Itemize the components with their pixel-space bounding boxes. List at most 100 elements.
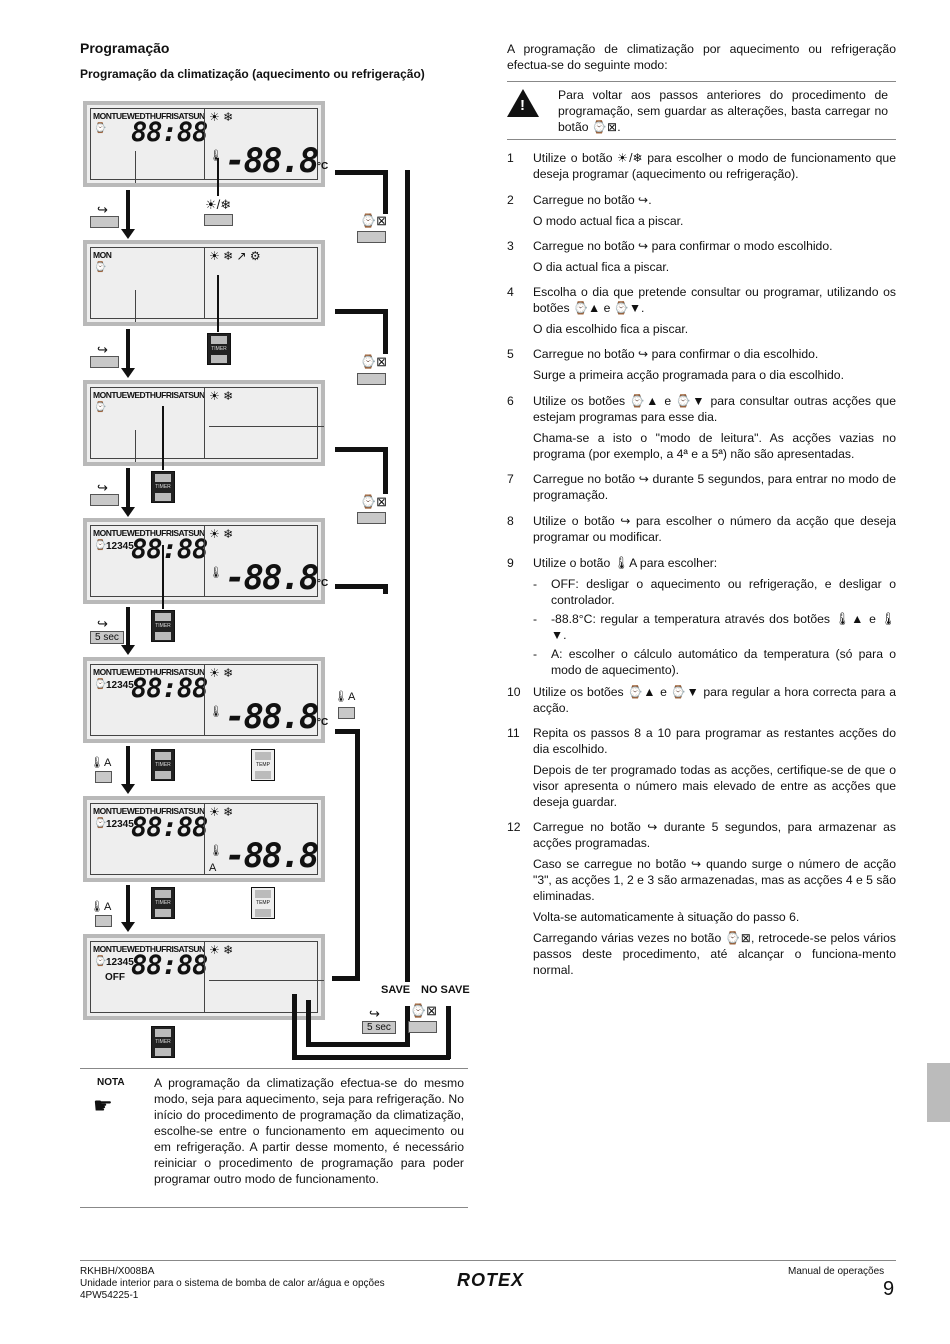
step-option: --88.8°C: regular a temperatura através … bbox=[533, 612, 896, 642]
section-subtitle: Programação da climatização (aquecimento… bbox=[80, 67, 425, 81]
enter-button[interactable] bbox=[90, 356, 119, 368]
step-text: Utilize o botão ☀/❄ para escolher o modo… bbox=[533, 151, 896, 181]
thermometer-icon: 🌡 bbox=[209, 706, 223, 718]
mode-icons: ☀ ❄ ↗ ⚙ bbox=[209, 249, 261, 263]
note-label: NOTA bbox=[97, 1077, 125, 1088]
step-text: Carregue no botão ↪ para confirmar o mod… bbox=[533, 239, 833, 253]
enter-icon: ↪ bbox=[97, 202, 108, 217]
lcd-off: OFF bbox=[105, 972, 125, 983]
step-item: 11 Repita os passos 8 a 10 para programar… bbox=[507, 725, 896, 815]
clock-icon: ⌚ bbox=[94, 123, 107, 134]
step-text: Volta-se automaticamente à situação do p… bbox=[533, 910, 800, 924]
lcd-unit: °C bbox=[317, 578, 329, 589]
lcd-unit: °C bbox=[317, 161, 329, 172]
auto-icon: A bbox=[209, 862, 217, 874]
footer-part: 4PW54225-1 bbox=[80, 1290, 139, 1301]
timer-button[interactable]: TIMER bbox=[151, 887, 175, 919]
step-text: O dia escolhido fica a piscar. bbox=[533, 322, 689, 336]
cancel-button[interactable] bbox=[357, 512, 386, 524]
step-item: 7 Carregue no botão ↪ durante 5 segundos,… bbox=[507, 471, 896, 508]
step-number: 2 bbox=[507, 193, 514, 207]
timer-button[interactable]: TIMER bbox=[151, 1026, 175, 1058]
temp-button[interactable]: TEMP bbox=[251, 887, 275, 919]
lcd-days: MONTUEWEDTHUFRISATSUN bbox=[93, 528, 205, 538]
enter-button[interactable] bbox=[90, 216, 119, 228]
enter-icon: ↪ bbox=[369, 1006, 380, 1021]
pointing-hand-icon: ☛ bbox=[93, 1093, 113, 1118]
lcd-display-3: MONTUEWEDTHUFRISATSUN ⌚ ☀ ❄ bbox=[83, 380, 325, 466]
clock-icon: ⌚ bbox=[94, 818, 107, 829]
temp-button[interactable]: TEMP bbox=[251, 749, 275, 781]
timer-button[interactable]: TIMER bbox=[151, 749, 175, 781]
step-item: 6 Utilize os botões ⌚▲ e ⌚▼ para consulta… bbox=[507, 393, 896, 467]
therm-auto-button[interactable] bbox=[95, 771, 112, 783]
cancel-button[interactable] bbox=[408, 1021, 437, 1033]
lcd-unit: °C bbox=[317, 717, 329, 728]
cancel-icon: ⌚⊠ bbox=[360, 494, 388, 509]
note-text: A programação da climatização efectua-se… bbox=[154, 1076, 464, 1186]
page-title: Programação bbox=[80, 40, 170, 56]
lcd-time: 88:88 bbox=[131, 950, 208, 981]
action-numbers: 12345 bbox=[106, 819, 134, 830]
mode-icons: ☀ ❄ bbox=[209, 805, 234, 819]
step-text: Utilize os botões ⌚▲ e ⌚▼ para consultar… bbox=[533, 394, 896, 424]
footer-manual: Manual de operações bbox=[788, 1266, 885, 1277]
step-text: Utilize o botão ↪ para escolher o número… bbox=[533, 514, 896, 544]
step-text: Carregue no botão ↪ durante 5 segundos, … bbox=[533, 472, 896, 502]
lcd-time: 88:88 bbox=[131, 534, 208, 565]
action-numbers: 12345 bbox=[106, 541, 134, 552]
timer-button[interactable]: TIMER bbox=[151, 610, 175, 642]
lcd-display-2: MON ⌚ ☀ ❄ ↗ ⚙ bbox=[83, 240, 325, 326]
lcd-temp: -88.8 bbox=[225, 141, 319, 181]
mode-icons: ☀ ❄ bbox=[209, 666, 234, 680]
warning-text: Para voltar aos passos anteriores do pro… bbox=[558, 88, 888, 134]
mode-button[interactable] bbox=[204, 214, 233, 226]
action-numbers: 12345 bbox=[106, 680, 134, 691]
timer-button[interactable]: TIMER bbox=[207, 333, 231, 365]
cancel-icon: ⌚⊠ bbox=[360, 354, 388, 369]
therm-auto-button[interactable] bbox=[338, 707, 355, 719]
clock-icon: ⌚ bbox=[94, 679, 107, 690]
clock-icon: ⌚ bbox=[94, 956, 107, 967]
clock-icon: ⌚ bbox=[94, 262, 107, 273]
lcd-display-7: MONTUEWEDTHUFRISATSUN ⌚ 12345 OFF 88:88 … bbox=[83, 934, 325, 1020]
cancel-icon: ⌚⊠ bbox=[360, 213, 388, 228]
step-number: 1 bbox=[507, 151, 514, 165]
enter-5sec-button[interactable]: 5 sec bbox=[90, 631, 124, 644]
step-text: Escolha o dia que pretende consultar ou … bbox=[533, 285, 896, 315]
clock-icon: ⌚ bbox=[94, 540, 107, 551]
timer-button[interactable]: TIMER bbox=[151, 471, 175, 503]
step-option: -OFF: desligar o aquecimento ou refriger… bbox=[533, 577, 896, 607]
step-number: 10 bbox=[507, 685, 521, 699]
step-text: O modo actual fica a piscar. bbox=[533, 214, 684, 228]
step-text: Carregue no botão ↪ durante 5 segundos, … bbox=[533, 820, 896, 850]
step-number: 9 bbox=[507, 556, 514, 570]
enter-5sec-button[interactable]: 5 sec bbox=[362, 1021, 396, 1034]
cancel-button[interactable] bbox=[357, 373, 386, 385]
lcd-days: MONTUEWEDTHUFRISATSUN bbox=[93, 944, 205, 954]
therm-auto-button[interactable] bbox=[95, 915, 112, 927]
cancel-icon: ⌚⊠ bbox=[410, 1003, 438, 1018]
lcd-time: 88:88 bbox=[131, 673, 208, 704]
step-number: 5 bbox=[507, 347, 514, 361]
save-label: SAVE bbox=[381, 984, 411, 996]
step-text: Repita os passos 8 a 10 para programar a… bbox=[533, 726, 896, 756]
thermometer-icon: 🌡 bbox=[209, 845, 223, 857]
step-number: 7 bbox=[507, 472, 514, 486]
enter-icon: ↪ bbox=[97, 616, 108, 631]
thermometer-icon: 🌡 bbox=[209, 567, 223, 579]
footer-code: RKHBH/X008BA bbox=[80, 1266, 155, 1277]
step-number: 11 bbox=[507, 726, 520, 740]
footer-desc: Unidade interior para o sistema de bomba… bbox=[80, 1278, 385, 1289]
step-number: 12 bbox=[507, 820, 521, 834]
step-number: 4 bbox=[507, 285, 514, 299]
step-number: 6 bbox=[507, 394, 514, 408]
lcd-display-4: MONTUEWEDTHUFRISATSUN ⌚ 12345 88:88 ☀ ❄ … bbox=[83, 518, 329, 604]
enter-button[interactable] bbox=[90, 494, 119, 506]
cancel-button[interactable] bbox=[357, 231, 386, 243]
lcd-temp: -88.8 bbox=[225, 836, 319, 876]
step-text: Carregue no botão ↪. bbox=[533, 193, 652, 207]
